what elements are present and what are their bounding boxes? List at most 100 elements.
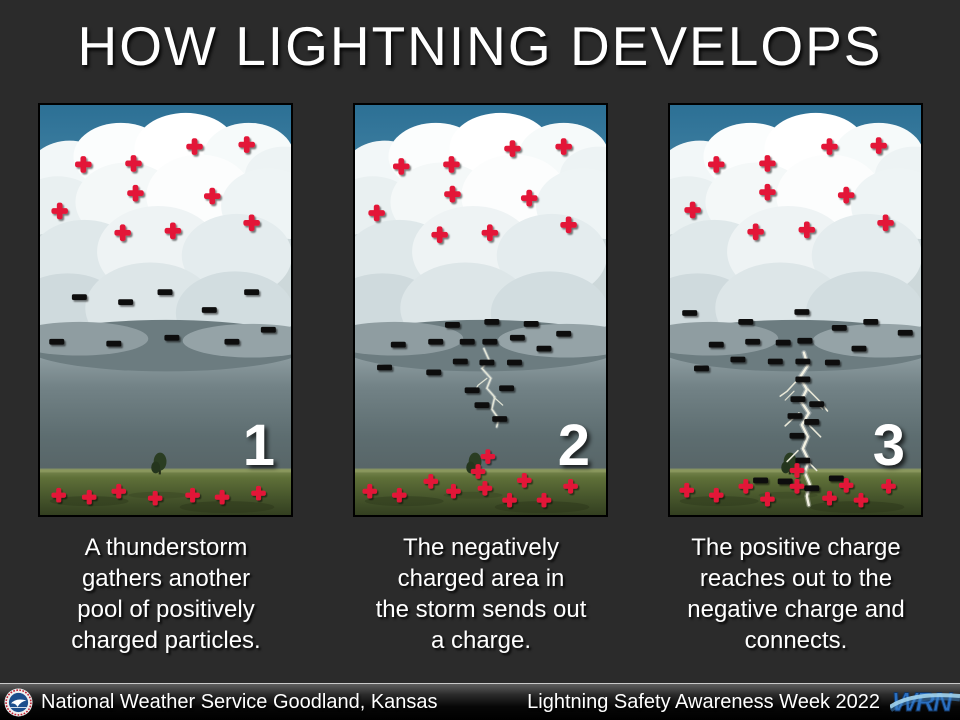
minus-charge-icon (753, 477, 769, 484)
plus-charge-icon (243, 214, 260, 232)
minus-charge-icon (506, 359, 522, 366)
page-title: HOW LIGHTNING DEVELOPS (77, 15, 883, 77)
plus-charge-icon (684, 201, 701, 219)
plus-charge-icon (443, 156, 460, 173)
plus-charge-icon (520, 189, 538, 207)
minus-charge-icon (428, 338, 444, 345)
plus-charge-icon (708, 487, 724, 503)
plus-charge-icon (214, 489, 230, 505)
minus-charge-icon (492, 416, 508, 422)
minus-charge-icon (244, 289, 260, 296)
plus-charge-icon (362, 483, 378, 499)
plus-charge-icon (125, 155, 142, 172)
plus-charge-icon (444, 185, 461, 203)
minus-charge-icon (556, 330, 572, 337)
minus-charge-icon (201, 307, 217, 313)
panel-1: 1 (38, 103, 293, 517)
minus-charge-icon (452, 358, 468, 365)
plus-charge-icon (881, 478, 896, 494)
plus-charge-icon (838, 477, 854, 493)
minus-charge-icon (795, 376, 811, 383)
minus-charge-icon (745, 338, 761, 345)
plus-charge-icon (392, 158, 410, 175)
minus-charge-icon (775, 339, 791, 346)
minus-charge-icon (118, 299, 134, 305)
tree (781, 452, 797, 475)
minus-charge-icon (824, 359, 840, 366)
panel-3: 3 (668, 103, 923, 517)
plus-charge-icon (147, 490, 163, 506)
plus-charge-icon (111, 483, 127, 499)
minus-charge-icon (809, 401, 825, 407)
minus-charge-icon (795, 457, 811, 464)
minus-charge-icon (426, 369, 442, 376)
minus-charge-icon (789, 432, 805, 439)
plus-charge-icon (251, 485, 266, 501)
minus-charge-icon (482, 338, 498, 345)
panel-3-number: 3 (872, 413, 905, 478)
minus-charge-icon (377, 364, 393, 371)
plus-charge-icon (238, 136, 255, 153)
plus-charge-icon (789, 478, 805, 494)
minus-charge-icon (730, 356, 746, 363)
minus-charge-icon (804, 419, 820, 425)
plus-charge-icon (822, 490, 837, 506)
minus-charge-icon (790, 396, 806, 403)
plus-charge-icon (504, 140, 521, 157)
minus-charge-icon (164, 334, 180, 341)
minus-charge-icon (459, 338, 475, 345)
minus-charge-icon (804, 485, 820, 492)
minus-charge-icon (536, 345, 552, 352)
minus-charge-icon (787, 413, 803, 419)
plus-charge-icon (392, 487, 407, 503)
minus-charge-icon (499, 385, 515, 392)
plus-charge-icon (75, 156, 92, 173)
minus-charge-icon (157, 289, 173, 296)
footer-right-group: Lightning Safety Awareness Week 2022 WRN (527, 685, 960, 719)
plus-charge-icon (481, 224, 499, 242)
plus-charge-icon (853, 492, 869, 508)
plus-charge-icon (789, 463, 805, 478)
plus-charge-icon (877, 214, 894, 232)
plus-charge-icon (760, 491, 775, 507)
plus-charge-icon (536, 492, 552, 508)
plus-charge-icon (477, 480, 493, 496)
minus-charge-icon (897, 329, 913, 336)
plus-charge-icon (679, 482, 695, 498)
minus-charge-icon (390, 341, 406, 348)
caption-1: A thunderstorm gathers another pool of p… (71, 534, 261, 654)
plus-charge-icon (821, 138, 838, 155)
minus-charge-icon (828, 475, 844, 482)
minus-charge-icon (767, 358, 783, 365)
footer-left-group: National Weather Service Goodland, Kansa… (0, 688, 527, 717)
plus-charge-icon (51, 202, 68, 220)
nws-noaa-seal-icon (4, 688, 33, 716)
minus-charge-icon (444, 321, 460, 328)
storm-photo-3 (670, 105, 921, 515)
tree (151, 452, 167, 475)
panel-1-number: 1 (242, 413, 275, 478)
wrn-logo: WRN (890, 685, 960, 719)
plus-charge-icon (480, 449, 496, 464)
plus-charge-icon (707, 156, 725, 173)
storm-photo-1 (40, 105, 291, 515)
plus-charge-icon (470, 464, 486, 479)
panel-2-number: 2 (557, 413, 590, 478)
minus-charge-icon (738, 319, 754, 325)
plus-charge-icon (738, 478, 754, 494)
wrn-logo-text: WRN (891, 687, 953, 718)
plus-charge-icon (51, 487, 66, 503)
plus-charge-icon (560, 216, 577, 234)
plus-charge-icon (502, 492, 517, 508)
plus-charge-icon (185, 487, 200, 503)
plus-charge-icon (127, 184, 144, 202)
caption-3: The positive charge reaches out to the n… (687, 534, 905, 654)
panel-2: 2 (353, 103, 608, 517)
minus-charge-icon (523, 320, 539, 327)
plus-charge-icon (563, 478, 578, 494)
plus-charge-icon (203, 187, 221, 205)
storm-photo-2 (355, 105, 606, 515)
minus-charge-icon (851, 345, 867, 352)
minus-charge-icon (71, 294, 87, 300)
plus-charge-icon (870, 137, 887, 154)
